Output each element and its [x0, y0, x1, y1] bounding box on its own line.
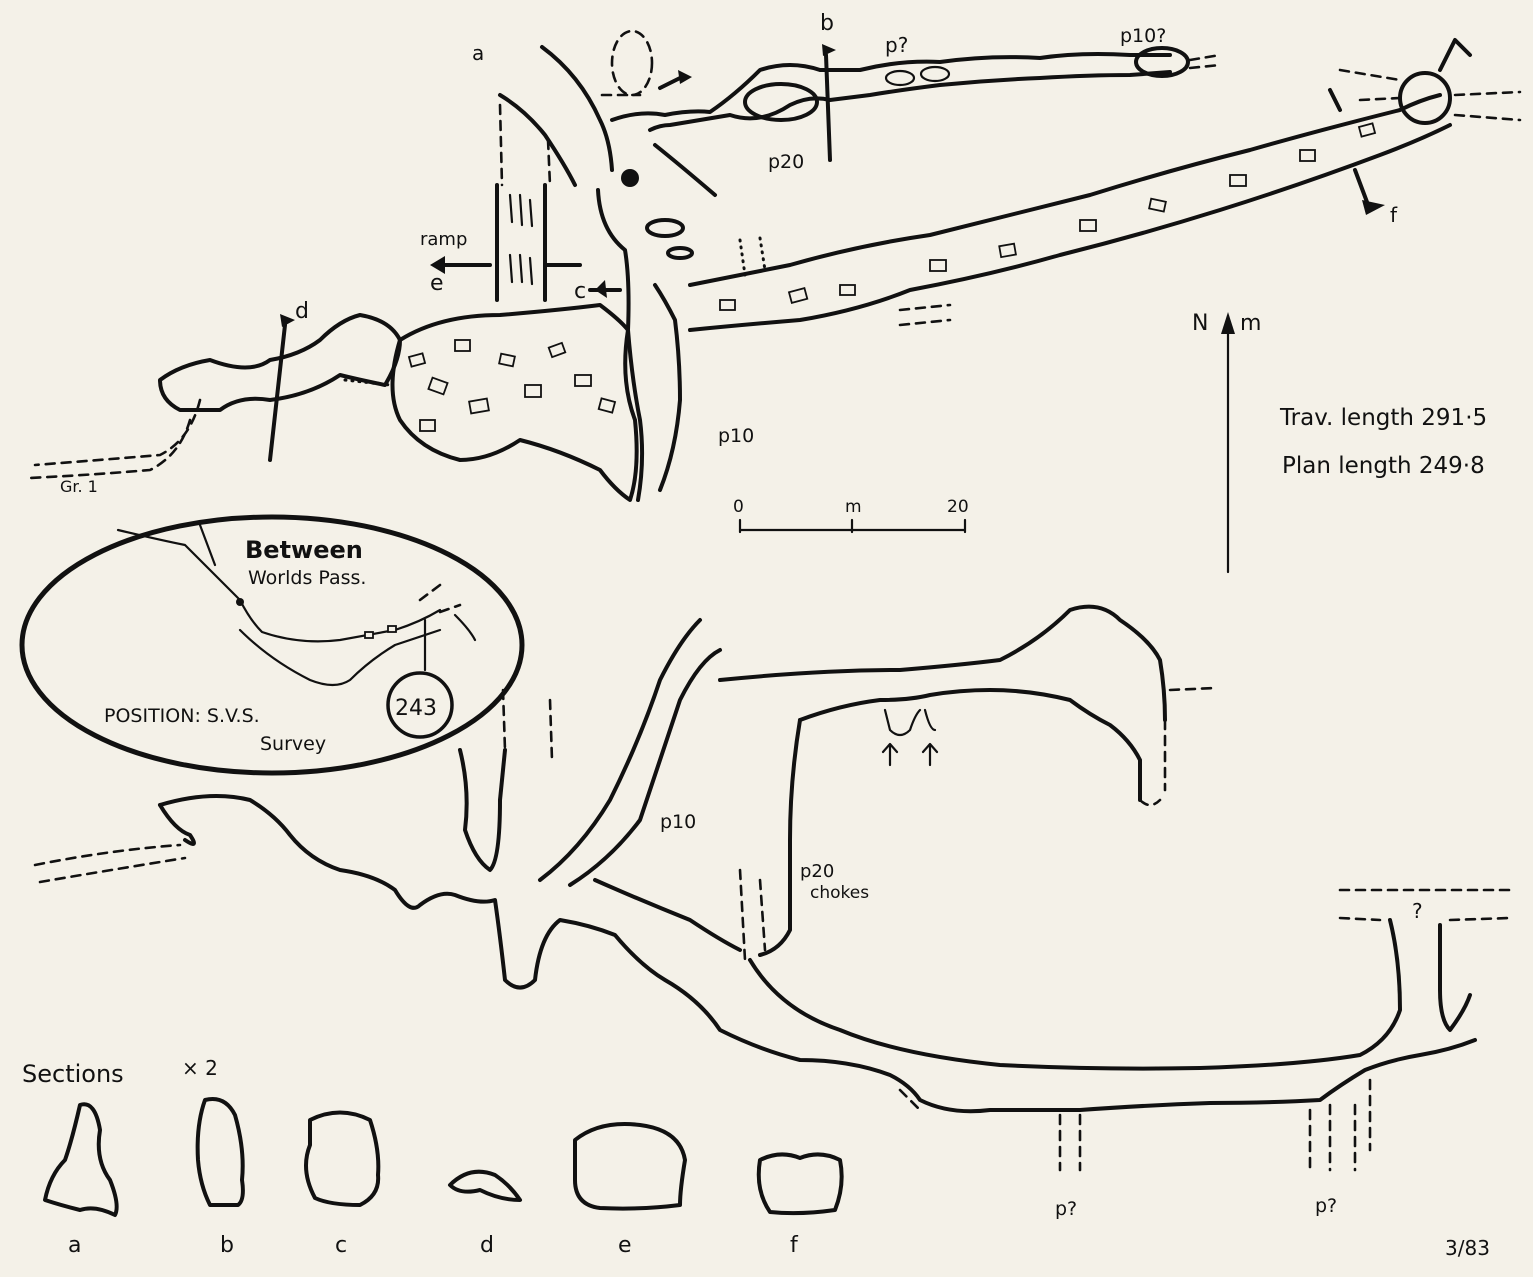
- section-label-e: e: [618, 1233, 632, 1258]
- north-arrow: N m: [1192, 311, 1261, 574]
- section-label-c: c: [335, 1233, 347, 1258]
- plan-view: a b p? p10? p20 f ramp e c d p10 Gr. 1: [28, 11, 1522, 502]
- label-p20-elev: p20: [800, 861, 834, 882]
- label-p10-q: p10?: [1120, 25, 1166, 47]
- section-label-f: f: [790, 1233, 799, 1258]
- label-chokes: chokes: [810, 883, 869, 903]
- label-p10-elev: p10: [660, 811, 696, 833]
- label-p10-plan: p10: [718, 425, 754, 447]
- section-d-shape: [448, 1169, 522, 1202]
- section-c-shape: [304, 1110, 381, 1207]
- sections-title: Sections: [22, 1060, 124, 1088]
- section-b-shape: [195, 1097, 245, 1207]
- pitch-p10q: [1134, 46, 1190, 78]
- north-arrow-icon: [1221, 312, 1235, 334]
- label-b: b: [820, 11, 834, 36]
- scale-end: 20: [947, 497, 969, 517]
- label-f: f: [1390, 203, 1398, 227]
- survey-date: 3/83: [1445, 1236, 1490, 1260]
- scale-bar: 0 m 20: [733, 497, 969, 534]
- label-ramp: ramp: [420, 229, 467, 250]
- plan-length: Plan length 249·8: [1282, 453, 1485, 479]
- north-label: N: [1192, 311, 1208, 336]
- label-d: d: [295, 299, 309, 324]
- inset-position-line1: POSITION: S.V.S.: [104, 705, 260, 727]
- trav-length: Trav. length 291·5: [1279, 405, 1487, 431]
- section-e-shape: [573, 1122, 687, 1211]
- scale-start: 0: [733, 497, 744, 517]
- label-p-q: p?: [885, 33, 908, 57]
- breakdown-blocks: [407, 122, 1377, 432]
- inset-location-map: Between Worlds Pass. POSITION: S.V.S. Su…: [19, 514, 525, 776]
- label-p-q-right: p?: [1315, 1195, 1337, 1217]
- scale-mid: m: [845, 497, 862, 517]
- survey-number-badge: [386, 671, 454, 739]
- section-label-d: d: [480, 1233, 494, 1258]
- label-gr1: Gr. 1: [60, 477, 98, 496]
- label-q-mark: ?: [1412, 899, 1423, 923]
- label-e: e: [430, 271, 444, 296]
- elevation-view: p10 p20 chokes p? p? ?: [33, 604, 1512, 1220]
- inset-title-line1: Between: [245, 536, 363, 564]
- label-p20-plan: p20: [768, 151, 804, 173]
- section-label-b: b: [220, 1233, 234, 1258]
- sections-scale: × 2: [182, 1056, 218, 1080]
- section-label-a: a: [68, 1233, 81, 1258]
- inset-survey-number: 243: [395, 696, 437, 721]
- sections: Sections × 2 a b c d e f: [22, 1056, 844, 1258]
- inset-title-line2: Worlds Pass.: [248, 567, 366, 589]
- label-a: a: [472, 41, 484, 65]
- label-c: c: [574, 279, 586, 304]
- inset-position-line2: Survey: [260, 733, 326, 755]
- north-unit: m: [1240, 311, 1261, 336]
- section-a-shape: [43, 1102, 119, 1217]
- label-p-q-left: p?: [1055, 1198, 1077, 1220]
- section-f-shape: [756, 1152, 844, 1216]
